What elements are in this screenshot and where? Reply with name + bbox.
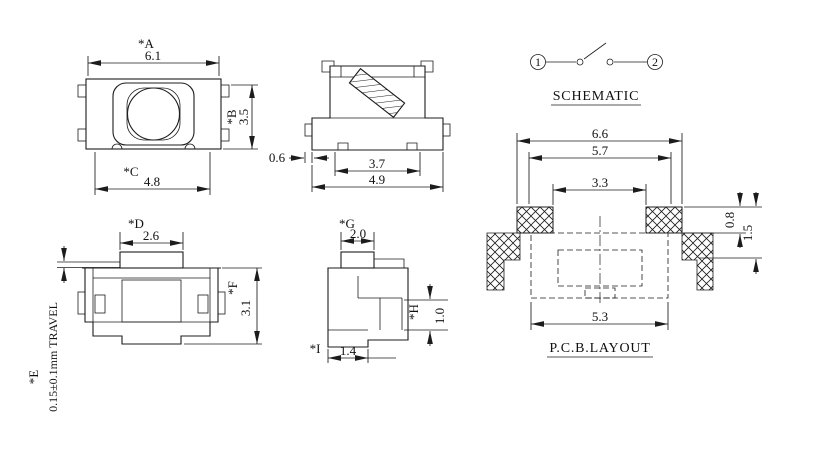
dim-i-value: 1.4 — [340, 343, 357, 358]
dim-f-value: 3.1 — [238, 300, 253, 316]
terminal-tab-left-bottom — [77, 128, 87, 142]
dim-span-value: 5.7 — [592, 143, 609, 158]
dim-padoffset-value: 1.5 — [740, 225, 755, 241]
dim-i-label: *I — [310, 341, 321, 356]
dim-b-value: 3.5 — [236, 109, 251, 125]
dim-b-label: *B — [224, 109, 239, 125]
keepout-left — [486, 232, 521, 291]
inner-walls — [92, 268, 211, 323]
pcb-title: P.C.B.LAYOUT — [549, 341, 650, 356]
terminal-tab-right-top — [220, 84, 230, 98]
dim-g-label: *G — [339, 216, 355, 231]
dim-d-label: *D — [128, 216, 144, 231]
switch-body-outline — [85, 78, 222, 150]
top-step — [374, 258, 405, 268]
pad-right — [645, 206, 683, 234]
dim-a-extension-lines — [87, 56, 220, 76]
schematic-title: SCHEMATIC — [553, 89, 640, 104]
terminal-tab-left-top — [77, 84, 87, 98]
travel-reference-lines — [57, 261, 120, 268]
schematic: 1 2 SCHEMATIC — [530, 42, 663, 106]
dim-f-label: *F — [225, 281, 240, 295]
actuator-hatched — [348, 67, 406, 119]
dim-bodywidth-value: 5.3 — [592, 309, 608, 324]
dim-h-label: *H — [406, 304, 421, 320]
side-clip-left — [77, 291, 86, 315]
dim-e-label: *E — [26, 370, 41, 385]
terminal-1-circle — [530, 54, 546, 70]
terminal-2-number: 2 — [652, 55, 658, 69]
side-clip-right — [217, 291, 226, 315]
dim-tab-value: 0.6 — [269, 150, 286, 165]
body-outline — [327, 267, 409, 348]
dim-inner-value: 3.7 — [369, 156, 386, 171]
plunger-outline — [121, 279, 182, 323]
dim-overall-value: 6.6 — [592, 126, 609, 141]
contact-right — [197, 294, 209, 314]
button-cap — [119, 251, 184, 269]
front-view: *E 0.15±0.1mm TRAVEL *D 2.6 *F 3.1 — [26, 216, 262, 412]
body-top — [329, 65, 426, 77]
terminal-1-number: 1 — [535, 55, 541, 69]
side-view: 0.6 3.7 4.9 — [269, 60, 451, 192]
pcb-layout: 6.6 5.7 3.3 5.3 0.8 1.5 P.C.B.LAYOUT — [486, 126, 762, 358]
terminal-2-circle — [647, 54, 663, 70]
inner-terminal-lines — [328, 276, 403, 331]
inner-lines — [312, 66, 443, 119]
top-view: *A 6.1 *B 3.5 *C 4.8 — [77, 36, 258, 195]
inner-frame — [112, 82, 195, 146]
dim-c-label: *C — [123, 164, 138, 179]
switch-blade — [583, 42, 607, 60]
profile-view: *G 2.0 *H 1.0 *I 1.4 — [310, 216, 448, 363]
contact-left — [94, 294, 106, 314]
side-tab-right — [442, 123, 451, 137]
dim-right-extension-lines — [684, 206, 762, 259]
dim-d-value: 2.6 — [143, 228, 160, 243]
dim-g-value: 2.0 — [350, 226, 366, 241]
dim-c-value: 4.8 — [144, 174, 160, 189]
dim-a-value: 6.1 — [145, 48, 161, 63]
button-circle — [126, 87, 181, 141]
side-tab-left — [304, 123, 313, 137]
contact-left — [576, 58, 584, 66]
dim-overall-value: 4.9 — [369, 172, 385, 187]
dim-tab-extension-lines — [304, 152, 313, 163]
bottom-notches — [337, 142, 418, 150]
actuator-group — [348, 67, 406, 119]
dim-overall-extension-lines — [516, 133, 683, 204]
dim-h-extension-lines — [404, 299, 448, 331]
dim-a-label: *A — [138, 36, 155, 51]
contact-right — [606, 58, 614, 66]
travel-note: 0.15±0.1mm TRAVEL — [46, 302, 60, 412]
bottom-dimples — [111, 143, 196, 150]
mounting-hooks — [321, 60, 434, 73]
dim-gap-value: 3.3 — [592, 175, 608, 190]
dim-h-value: 1.0 — [432, 308, 447, 324]
pad-left — [516, 206, 554, 234]
button-cap — [340, 251, 375, 269]
terminal-tab-right-bottom — [220, 128, 230, 142]
keepout-right — [681, 232, 714, 291]
body-outline — [84, 268, 219, 345]
dim-padheight-value: 0.8 — [722, 212, 737, 228]
